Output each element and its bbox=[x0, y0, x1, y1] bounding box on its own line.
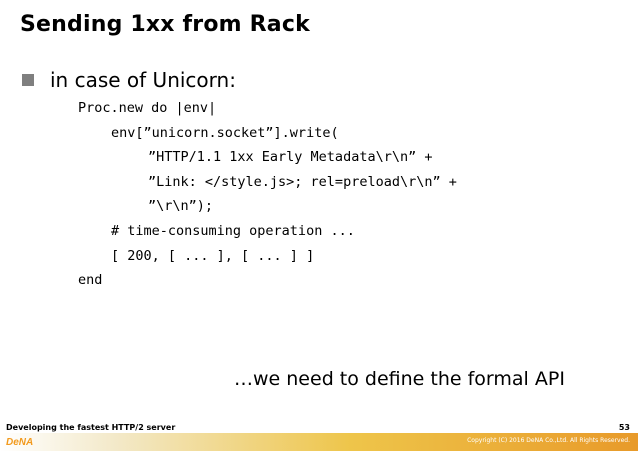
code-line: ”HTTP/1.1 1xx Early Metadata\r\n” + bbox=[148, 149, 433, 166]
code-line: # time-consuming operation ... bbox=[111, 222, 355, 239]
code-line: [ 200, [ ... ], [ ... ] ] bbox=[111, 247, 315, 264]
dena-logo-icon: DeNA bbox=[6, 437, 33, 448]
slide-title: Sending 1xx from Rack bbox=[20, 12, 310, 37]
code-line: ”\r\n”); bbox=[148, 198, 214, 215]
svg-text:DeNA: DeNA bbox=[6, 437, 33, 448]
closing-note: …we need to define the formal API bbox=[234, 368, 565, 390]
bullet-square-icon bbox=[22, 74, 34, 86]
copyright-text: Copyright (C) 2016 DeNA Co.,Ltd. All Rig… bbox=[467, 437, 630, 444]
code-line: ”Link: </style.js>; rel=preload\r\n” + bbox=[148, 173, 457, 190]
code-line: Proc.new do |env| bbox=[78, 100, 217, 116]
code-line: end bbox=[78, 272, 103, 289]
code-block: Proc.new do |env| env[”unicorn.socket”].… bbox=[78, 96, 457, 293]
bullet-item: in case of Unicorn: bbox=[22, 68, 236, 92]
code-line: env[”unicorn.socket”].write( bbox=[111, 124, 339, 141]
footer-deck-title: Developing the fastest HTTP/2 server bbox=[6, 423, 176, 432]
footer-bar bbox=[0, 433, 638, 451]
page-number: 53 bbox=[618, 423, 630, 432]
bullet-text: in case of Unicorn: bbox=[50, 68, 236, 92]
